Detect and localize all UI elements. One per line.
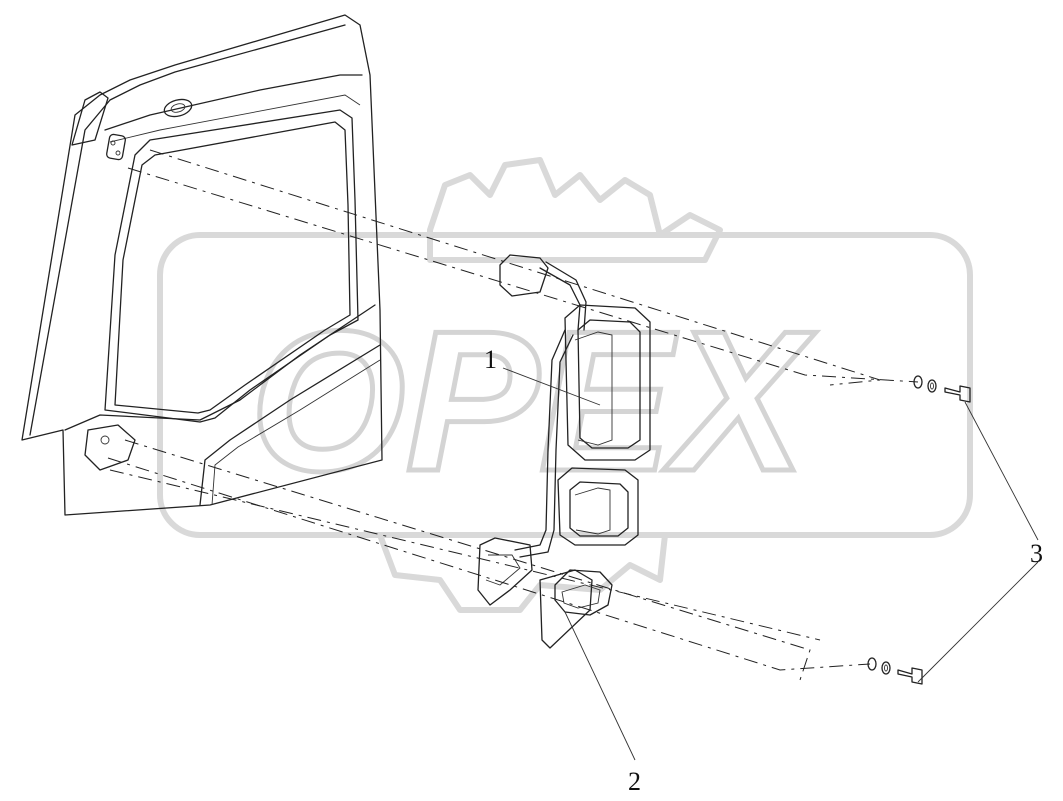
axis-lower-3	[109, 469, 821, 641]
lower-arm-bracket-detail	[485, 554, 521, 586]
upper-lock-washer	[927, 379, 937, 393]
leader-2	[564, 611, 636, 761]
upper-fasteners	[913, 375, 971, 403]
upper-arm-base	[499, 254, 549, 297]
cab-fittings	[71, 91, 193, 471]
window-inner	[114, 121, 351, 414]
window-outer	[104, 109, 359, 423]
gear-icon	[427, 157, 723, 263]
roof-edge-inner	[109, 94, 361, 143]
upper-arm-tube	[539, 267, 581, 331]
lower-mirror-glass	[569, 481, 629, 537]
lower-lock-washer	[881, 661, 891, 675]
mirror-support-rod-2	[519, 334, 574, 558]
mirror-support-rod	[514, 329, 566, 551]
door-seam-inner	[211, 359, 381, 506]
cab-outline	[21, 14, 383, 516]
pillar-bracket	[71, 91, 109, 146]
leader-1	[502, 367, 601, 406]
callout-1: 1	[484, 345, 497, 374]
callout-2: 2	[628, 767, 641, 796]
leader-lines	[502, 367, 1039, 761]
leader-3a	[964, 401, 1039, 541]
upper-mount-plate	[106, 133, 126, 161]
watermark-frame	[157, 232, 973, 538]
main-mirror-housing	[564, 304, 651, 461]
upper-mount-hole-2	[115, 150, 121, 156]
upper-mount-hole-1	[110, 140, 116, 146]
cover-cap-inner	[561, 584, 601, 609]
roof-marker-lamp-inner	[170, 103, 186, 113]
a-pillar	[29, 24, 346, 436]
mirror-assembly	[477, 254, 651, 606]
lower-arm-bracket	[477, 537, 533, 606]
door-seam	[199, 344, 381, 506]
callout-3: 3	[1030, 539, 1043, 568]
watermark-gear-bottom	[377, 533, 668, 613]
cab-window	[104, 109, 359, 423]
alignment-lines	[107, 149, 919, 681]
upper-bolt	[944, 385, 971, 403]
lower-bolt	[897, 667, 923, 685]
lower-mirror-inner	[574, 487, 611, 535]
axis-lower-1	[124, 439, 811, 681]
axis-lower-2	[107, 457, 871, 671]
watermark: OPEX	[157, 157, 973, 613]
leader-3b	[917, 561, 1039, 683]
lower-lock-washer-core	[884, 664, 888, 672]
roof-marker-lamp	[163, 98, 193, 118]
lower-fasteners	[867, 657, 923, 685]
lower-mount-plate	[84, 424, 136, 471]
cab-body	[21, 14, 383, 516]
upper-arm-tube-2	[545, 261, 587, 331]
axis-upper-2	[127, 167, 919, 383]
main-mirror-inner	[574, 331, 613, 446]
watermark-text: OPEX	[250, 290, 816, 513]
upper-lock-washer-core	[930, 382, 934, 390]
cover-plate	[539, 569, 593, 649]
cover-cap	[554, 569, 613, 616]
roof-edge	[104, 74, 363, 131]
lower-mirror-housing	[557, 467, 639, 546]
lower-mount-hole	[100, 435, 110, 445]
